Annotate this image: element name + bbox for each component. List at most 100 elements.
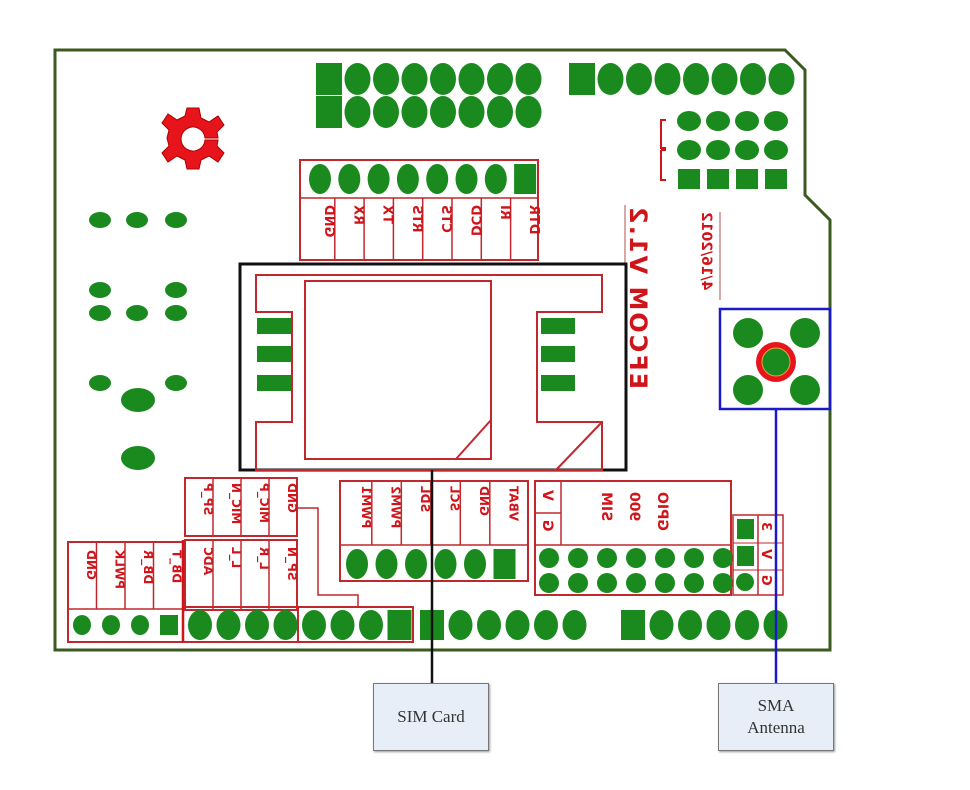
gear-c-logo-icon <box>161 107 225 170</box>
pin-label: PWM1 <box>359 486 373 528</box>
round-pad <box>367 164 390 194</box>
square-pad <box>514 164 537 194</box>
pin-label: GND <box>285 483 299 513</box>
round-pad <box>216 610 241 640</box>
pin-label: RI <box>497 205 512 220</box>
square-pad <box>569 63 595 95</box>
gpio-title-3: GPIO <box>654 492 670 531</box>
pin-label: ADC <box>201 547 215 575</box>
square-pad <box>493 549 516 579</box>
pin-label: SP_P <box>200 483 215 515</box>
round-pad <box>344 96 371 128</box>
pin-label: MIC_P <box>256 483 271 523</box>
sim-card-callout: SIM Card <box>373 683 489 751</box>
round-pad <box>505 610 530 640</box>
round-pad <box>654 63 681 95</box>
pin-label: DTR <box>526 205 541 235</box>
round-pad <box>245 610 269 640</box>
round-pad <box>375 549 398 579</box>
round-pad <box>344 63 371 95</box>
icsp-header-pads <box>677 111 788 189</box>
square-pad <box>316 63 342 95</box>
pin-label: L_R <box>256 547 271 570</box>
round-pad <box>735 610 759 640</box>
round-pad <box>515 63 542 95</box>
square-pad <box>707 169 729 189</box>
round-pad <box>678 610 702 640</box>
round-pad <box>434 549 457 579</box>
round-pad <box>539 573 559 593</box>
round-pad <box>309 164 331 194</box>
date-label: 4/16/2012 <box>698 212 714 290</box>
pin-label: TX <box>380 205 395 224</box>
round-pad <box>396 164 419 194</box>
sma-callout-line1: SMA <box>757 696 795 715</box>
round-pad <box>430 63 456 95</box>
round-pad <box>487 96 513 128</box>
round-pad <box>684 573 704 593</box>
round-pad <box>401 96 428 128</box>
gpio-title-1: SIM <box>598 492 614 521</box>
pin-label: RTS <box>409 205 424 233</box>
round-pad <box>359 610 383 640</box>
sim-card-socket <box>238 262 628 472</box>
round-pad <box>562 610 587 640</box>
pin-label: SDL <box>418 486 432 513</box>
jumper-label-3: 3 <box>758 522 773 531</box>
model-label: EFCOM V1.2 <box>624 205 652 389</box>
pin-label: DB_T <box>169 549 184 583</box>
square-pad <box>387 610 412 640</box>
pin-label: DB_R <box>140 550 155 584</box>
round-pad <box>677 111 701 131</box>
round-pad <box>626 63 652 95</box>
pin-label: PWLK <box>113 549 127 589</box>
round-pad <box>477 610 501 640</box>
icsp-bracket <box>660 119 666 181</box>
round-pad <box>713 548 733 568</box>
left-pads <box>89 212 187 470</box>
pin-label: GND <box>477 486 491 516</box>
round-pad <box>626 548 646 568</box>
round-pad <box>330 610 355 640</box>
audio-adc-header: ADC L_L L_R SP_N <box>184 539 299 611</box>
round-pad <box>458 96 485 128</box>
round-pad <box>655 548 675 568</box>
round-pad <box>534 610 558 640</box>
sma-callout-line2: Antenna <box>747 718 805 737</box>
round-pad <box>487 63 513 95</box>
round-pad <box>455 164 478 194</box>
round-pad <box>597 548 617 568</box>
pin-label: DCD <box>468 205 483 236</box>
sma-antenna-footprint <box>718 307 832 411</box>
top-header-pads <box>316 63 795 128</box>
round-pad <box>597 573 617 593</box>
round-pad <box>131 615 149 635</box>
round-pad <box>706 610 731 640</box>
round-pad <box>464 549 486 579</box>
round-pad <box>764 140 788 160</box>
round-pad <box>401 63 428 95</box>
pin-label: VBAT <box>507 485 521 521</box>
round-pad <box>735 111 759 131</box>
round-pad <box>430 96 456 128</box>
pin-label: RX <box>350 205 365 225</box>
round-pad <box>539 548 559 568</box>
round-pad <box>706 140 730 160</box>
round-pad <box>346 549 368 579</box>
round-pad <box>655 573 675 593</box>
round-pad <box>373 96 399 128</box>
round-pad <box>188 610 212 640</box>
round-pad <box>683 63 709 95</box>
pin-label: L_L <box>228 547 243 569</box>
round-pad <box>568 573 588 593</box>
round-pad <box>764 111 788 131</box>
pin-label: SP_N <box>284 547 299 580</box>
square-pad <box>316 96 342 128</box>
round-pad <box>649 610 674 640</box>
gpio-v-label: V <box>539 490 555 501</box>
jumper-label-g: G <box>758 575 773 586</box>
